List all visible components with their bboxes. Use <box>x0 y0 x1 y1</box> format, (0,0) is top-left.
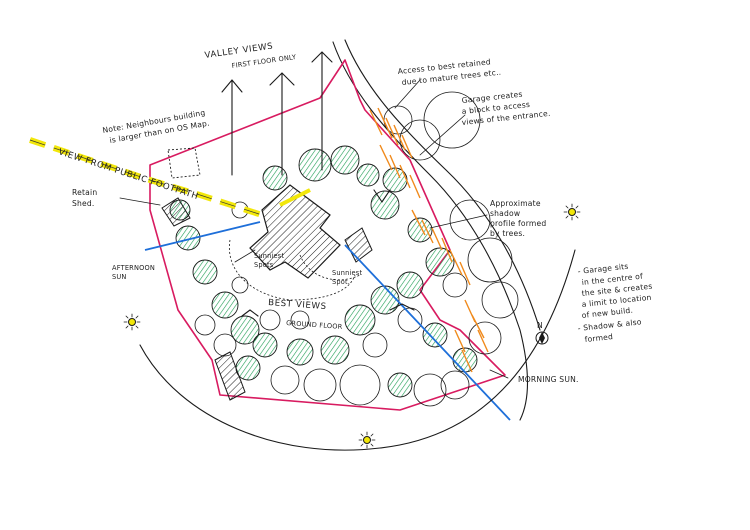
sunniest-spots-line-1: Sunniest <box>254 252 284 260</box>
afternoon-sun-line-1: AFTERNOON <box>112 264 155 272</box>
sun-icon <box>123 203 581 449</box>
sunny-zones <box>228 239 361 301</box>
retain-shed-line-1: Retain <box>72 188 97 197</box>
sun-path-arc <box>139 249 576 451</box>
sunniest-spot-line-1: Sunniest <box>332 269 362 277</box>
shadow-profile-line-3: profile formed <box>490 219 546 228</box>
retain-shed-line-2: Shed. <box>72 199 95 208</box>
north-arrow-icon <box>535 331 549 345</box>
road-edges <box>332 39 541 421</box>
shadow-lines <box>144 221 511 421</box>
public-footpath <box>29 137 263 218</box>
garage <box>344 227 373 263</box>
shadow-profile-line-2: shadow <box>490 209 520 218</box>
leader-lines <box>119 79 509 379</box>
morning-sun-label: MORNING SUN. <box>518 375 579 384</box>
sunniest-spots-line-2: Spots <box>254 261 274 269</box>
retained-shed <box>161 197 246 401</box>
orange-hatch <box>369 107 489 373</box>
best-views-label: BEST VIEWS <box>268 298 327 312</box>
existing-house <box>249 184 341 279</box>
tree-canopies-green <box>169 145 478 398</box>
shadow-profile-line-1: Approximate <box>490 199 541 208</box>
afternoon-sun-line-2: SUN <box>112 273 127 281</box>
shadow-formed-line-2: formed <box>584 332 613 344</box>
shadow-profile-line-4: by trees. <box>490 229 525 238</box>
neighbour-outline <box>167 147 201 179</box>
sunniest-spot-line-2: Spot. <box>332 278 350 286</box>
tree-canopies-outline <box>194 91 519 407</box>
view-arrow-icon <box>221 51 415 317</box>
ground-floor-label: GROUND FLOOR <box>286 319 343 331</box>
shadow-formed-line-1: - Shadow & also <box>577 317 642 333</box>
north-label: N <box>537 321 543 330</box>
site-boundary <box>149 59 506 411</box>
